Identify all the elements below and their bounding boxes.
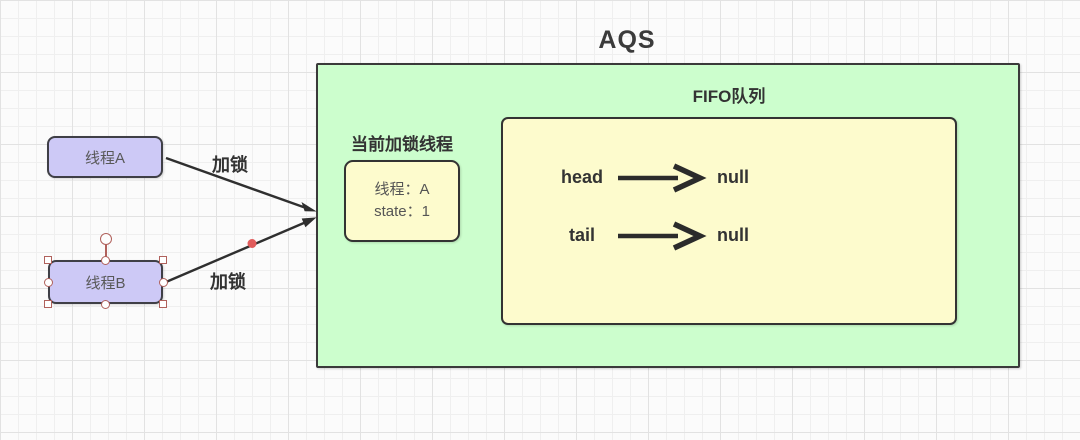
resize-handle-ne[interactable]	[159, 256, 167, 264]
head-pointer-label: head	[560, 167, 603, 187]
connector-waypoint-dot[interactable]	[247, 239, 257, 248]
tail-pointer-label: tail	[568, 225, 595, 245]
thread-b-label: 线程B	[85, 274, 126, 292]
lock-state-state-line: state：1	[374, 203, 430, 220]
rotation-handle[interactable]	[100, 233, 112, 245]
rotation-stem	[105, 244, 107, 258]
resize-handle-w[interactable]	[43, 277, 53, 287]
head-pointer-arrow-icon	[618, 163, 707, 193]
aqs-title: AQS	[598, 26, 656, 54]
lock-label-b: 加锁	[210, 272, 246, 292]
head-null-value: null	[717, 167, 749, 187]
fifo-queue-label: FIFO队列	[692, 87, 766, 106]
resize-handle-nw[interactable]	[44, 256, 52, 264]
thread-a-label: 线程A	[84, 149, 125, 167]
lock-label-a: 加锁	[212, 155, 248, 175]
fifo-queue-shape[interactable]	[501, 117, 957, 325]
resize-handle-n[interactable]	[101, 255, 110, 265]
tail-null-value: null	[717, 225, 749, 245]
thread-a-shape[interactable]: 线程A	[47, 136, 163, 178]
lock-state-thread-line: 线程：A	[374, 181, 430, 198]
thread-b-shape[interactable]: 线程B	[48, 260, 163, 304]
tail-pointer-arrow-icon	[618, 221, 707, 251]
resize-handle-sw[interactable]	[44, 300, 52, 308]
resize-handle-se[interactable]	[159, 300, 167, 308]
thread-b-selection: 线程B	[43, 233, 168, 309]
resize-handle-e[interactable]	[158, 277, 168, 287]
resize-handle-s[interactable]	[101, 299, 110, 309]
lock-state-shape[interactable]: 线程：A state：1	[344, 160, 460, 242]
current-lock-thread-label: 当前加锁线程	[351, 135, 453, 154]
